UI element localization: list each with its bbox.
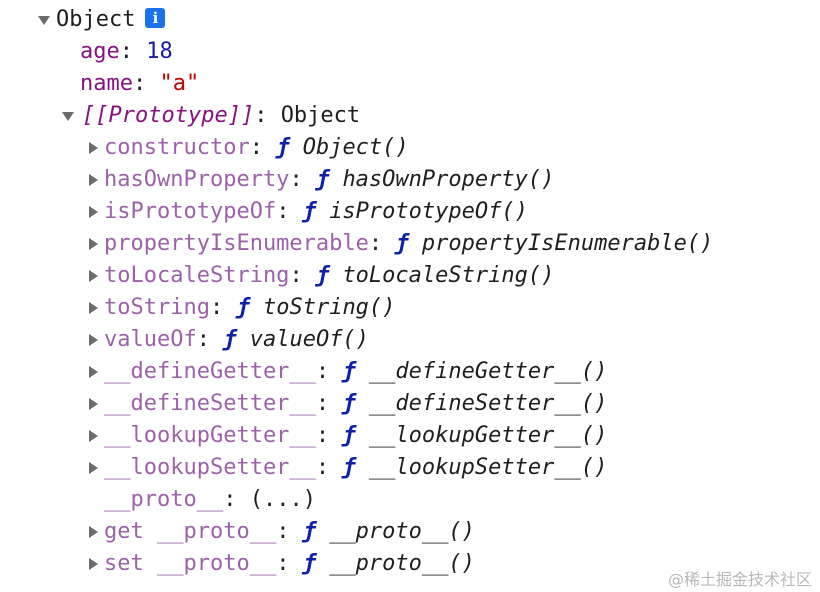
separator: : xyxy=(196,327,224,352)
member-key: hasOwnProperty xyxy=(104,167,290,192)
separator: : xyxy=(223,487,250,512)
info-icon[interactable]: i xyxy=(145,8,166,28)
expand-right-icon[interactable] xyxy=(86,196,100,228)
function-name: toLocaleString() xyxy=(342,263,555,288)
separator: : xyxy=(254,103,281,128)
function-name: __lookupSetter__() xyxy=(368,455,608,480)
member-key: toLocaleString xyxy=(104,263,290,288)
property-value: "a" xyxy=(159,71,200,96)
expand-right-icon[interactable] xyxy=(86,388,100,420)
member-key: toString xyxy=(104,295,210,320)
function-name: isPrototypeOf() xyxy=(329,199,528,224)
separator: : xyxy=(276,199,303,224)
separator: : xyxy=(315,423,343,448)
expand-right-icon[interactable] xyxy=(86,548,100,580)
member-key: propertyIsEnumerable xyxy=(104,231,369,256)
function-marker: ƒ xyxy=(223,327,237,352)
separator: : xyxy=(249,135,277,160)
function-marker: ƒ xyxy=(315,167,330,192)
function-marker: ƒ xyxy=(276,135,290,160)
expand-right-icon[interactable] xyxy=(86,516,100,548)
expand-right-icon[interactable] xyxy=(86,164,100,196)
function-marker: ƒ xyxy=(236,295,250,320)
expand-right-icon[interactable] xyxy=(86,292,100,324)
function-marker: ƒ xyxy=(302,519,316,544)
separator: : xyxy=(276,519,303,544)
member-key: constructor xyxy=(104,135,250,160)
property-value: 18 xyxy=(146,39,173,64)
expand-right-icon[interactable] xyxy=(86,228,100,260)
expand-right-icon[interactable] xyxy=(86,324,100,356)
separator: : xyxy=(289,263,316,288)
function-marker: ƒ xyxy=(395,231,409,256)
separator: : xyxy=(368,231,396,256)
separator: : xyxy=(315,455,343,480)
member-key: set __proto__ xyxy=(104,551,277,576)
prototype-value: Object xyxy=(280,103,361,128)
separator: : xyxy=(132,71,160,96)
member-key: __defineGetter__ xyxy=(104,359,316,384)
prototype-key: [[Prototype]] xyxy=(82,103,255,128)
expand-down-icon[interactable] xyxy=(37,4,51,36)
function-name: __proto__() xyxy=(329,551,475,576)
function-name: hasOwnProperty() xyxy=(342,167,555,192)
member-key: isPrototypeOf xyxy=(104,199,277,224)
function-marker: ƒ xyxy=(342,423,356,448)
separator: : xyxy=(209,295,237,320)
property-key: name xyxy=(80,71,133,96)
expand-right-icon[interactable] xyxy=(86,132,100,164)
function-name: __lookupGetter__() xyxy=(368,423,608,448)
function-name: valueOf() xyxy=(249,327,369,352)
expand-down-icon[interactable] xyxy=(61,100,75,132)
function-name: __defineSetter__() xyxy=(368,391,608,416)
function-marker: ƒ xyxy=(302,199,316,224)
function-marker: ƒ xyxy=(302,551,316,576)
member-key: __defineSetter__ xyxy=(104,391,316,416)
member-key: __lookupGetter__ xyxy=(104,423,316,448)
expand-right-icon[interactable] xyxy=(86,260,100,292)
property-key: age xyxy=(80,39,120,64)
function-marker: ƒ xyxy=(342,359,356,384)
function-marker: ƒ xyxy=(315,263,330,288)
root-object-label: Object xyxy=(56,7,136,32)
function-marker: ƒ xyxy=(342,391,356,416)
expand-right-icon[interactable] xyxy=(86,356,100,388)
member-key: __proto__ xyxy=(104,487,224,512)
member-key: __lookupSetter__ xyxy=(104,455,316,480)
accessor-value[interactable]: (...) xyxy=(249,487,316,512)
function-name: Object() xyxy=(302,135,409,160)
separator: : xyxy=(315,391,343,416)
member-key: get __proto__ xyxy=(104,519,277,544)
function-name: toString() xyxy=(262,295,396,320)
separator: : xyxy=(289,167,316,192)
function-name: __proto__() xyxy=(329,519,475,544)
function-name: __defineGetter__() xyxy=(368,359,608,384)
function-marker: ƒ xyxy=(342,455,356,480)
separator: : xyxy=(119,39,147,64)
function-name: propertyIsEnumerable() xyxy=(421,231,714,256)
member-key: valueOf xyxy=(104,327,197,352)
expand-right-icon[interactable] xyxy=(86,420,100,452)
watermark: @稀土掘金技术社区 xyxy=(667,570,812,589)
separator: : xyxy=(276,551,303,576)
expand-right-icon[interactable] xyxy=(86,452,100,484)
separator: : xyxy=(315,359,343,384)
